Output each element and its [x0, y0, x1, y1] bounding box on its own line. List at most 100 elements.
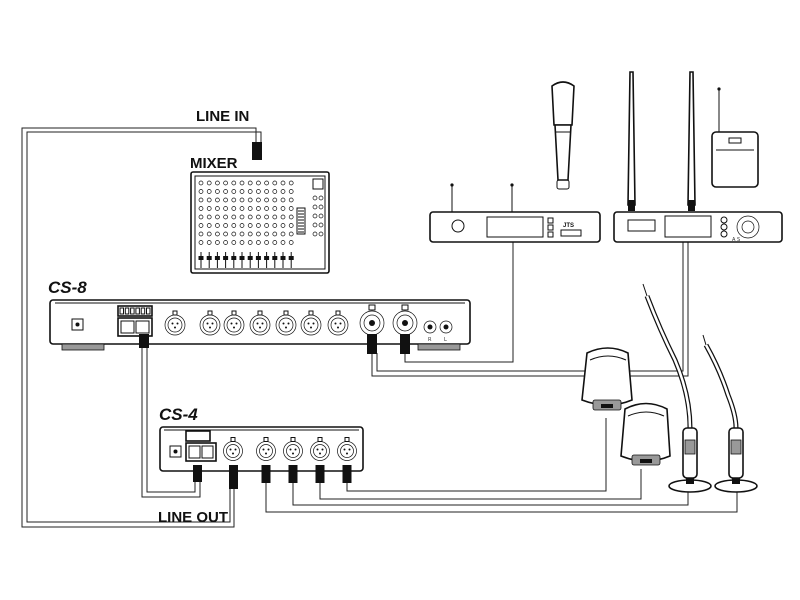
- mixer-fader: [223, 256, 229, 260]
- mixer-knob: [198, 206, 204, 211]
- cs4-to-mic3-cable: [292, 483, 689, 506]
- mixer-knob: [231, 231, 237, 237]
- mixer-knob: [256, 214, 261, 220]
- cs4-output-plug: [288, 465, 298, 483]
- mixer-knob: [288, 214, 294, 220]
- cs8-xlr-row: [164, 310, 349, 336]
- mixer-knob: [247, 180, 253, 186]
- mixer-knob: [312, 195, 318, 201]
- mixer-knob: [239, 240, 245, 245]
- mixer-knob: [256, 223, 261, 228]
- mixer-knob: [256, 189, 261, 194]
- cs4-output-plug: [261, 465, 271, 483]
- cs8-link-ports: [117, 317, 153, 337]
- line-in-cable-inner: [26, 131, 262, 523]
- mixer-knob: [272, 223, 278, 228]
- conference-mic-2-body: [620, 402, 671, 462]
- mixer-knob: [272, 206, 278, 211]
- mixer-knob: [231, 206, 237, 211]
- cs4-output-plug: [342, 465, 352, 483]
- cs4-to-mic2-cable: [319, 469, 642, 500]
- mixer-knob: [264, 240, 269, 245]
- mixer-knob: [223, 231, 228, 237]
- mixer-knob: [256, 180, 261, 186]
- mixer-fader: [247, 256, 253, 260]
- wireless-receiver-right: A S: [613, 71, 783, 243]
- mixer-knob: [223, 189, 228, 194]
- receiver-right-ir-window: [627, 219, 656, 232]
- mixer-knob: [264, 231, 269, 237]
- gooseneck-mic-2: [702, 334, 758, 493]
- mixer-knob: [247, 231, 253, 237]
- cs8-combo-plug-1: [367, 334, 377, 354]
- mixer-fader: [231, 256, 237, 260]
- mixer-knob: [215, 240, 220, 245]
- handheld-microphone: [551, 81, 575, 190]
- mixer-knob: [288, 223, 294, 228]
- cs8-link-plug: [139, 334, 149, 348]
- mixer-knob: [231, 180, 237, 186]
- mixer-fader: [288, 256, 294, 260]
- receiver-right-to-cs8-cable: [371, 242, 689, 377]
- mixer-knob: [215, 189, 220, 194]
- mixer-knob: [223, 206, 228, 211]
- mixer-knob: [198, 214, 204, 220]
- mixer-knob: [312, 222, 318, 228]
- mixer-knob: [280, 231, 286, 237]
- mixer-knob: [264, 214, 269, 220]
- mixer-knob: [288, 240, 294, 245]
- mixer-knob: [247, 214, 253, 220]
- mixer-knob: [223, 180, 228, 186]
- line-in-plug: [252, 142, 262, 160]
- receiver-right-button-marks: A S: [732, 237, 740, 243]
- mixer-knob: [280, 189, 286, 194]
- mixer-knob: [206, 214, 212, 220]
- gooseneck-mic-1: [642, 283, 712, 493]
- mixer-fader: [264, 256, 270, 260]
- mixer-knob: [206, 223, 212, 228]
- cs8-to-cs4-cable: [141, 348, 201, 498]
- mixer-knob: [264, 189, 269, 194]
- cs8-foot-left: [61, 343, 105, 351]
- mixer-knob: [256, 197, 261, 203]
- mixer-label: MIXER: [190, 155, 238, 172]
- mixer-knob: [239, 189, 245, 194]
- cs4-label: CS-4: [159, 405, 198, 424]
- mixer-knob: [198, 197, 204, 203]
- mixer-knob: [247, 223, 253, 228]
- handheld-mic-head: [551, 81, 575, 126]
- receiver-left-brand: JTS: [563, 223, 574, 229]
- handheld-mic-handle: [554, 124, 572, 181]
- mixer-knob: [288, 206, 294, 211]
- mixer-knob: [239, 214, 245, 220]
- cables: [21, 127, 738, 528]
- mixer-knob: [215, 197, 220, 203]
- cs8-unit: R L: [49, 299, 471, 354]
- mixer-body: [190, 171, 330, 274]
- mixer-knob: [231, 197, 237, 203]
- mixer-knob: [247, 240, 253, 245]
- line-in-label: LINE IN: [196, 108, 249, 125]
- mixer-knob: [312, 204, 318, 210]
- mixer-knob: [264, 206, 269, 211]
- mixer-knob: [215, 206, 220, 211]
- mixer-knob: [215, 223, 220, 228]
- conference-mic-1: [581, 347, 633, 411]
- mixer-knob: [239, 206, 245, 211]
- mixer-knob: [223, 214, 228, 220]
- mixer-knob: [215, 214, 220, 220]
- cs4-link-ports: [185, 442, 217, 462]
- mixer-knob: [206, 240, 212, 245]
- mixer-knob: [318, 195, 324, 201]
- mixer: [190, 142, 330, 274]
- mixer-fader: [239, 256, 245, 260]
- mixer-knob: [288, 180, 294, 186]
- mixer-fader: [280, 256, 286, 260]
- mixer-knob: [318, 231, 324, 237]
- mixer-knob: [288, 197, 294, 203]
- mixer-knob: [312, 231, 318, 237]
- mixer-knob: [318, 222, 324, 228]
- mixer-knob: [239, 231, 245, 237]
- mixer-knob: [215, 180, 220, 186]
- cs4-output-plug: [315, 465, 325, 483]
